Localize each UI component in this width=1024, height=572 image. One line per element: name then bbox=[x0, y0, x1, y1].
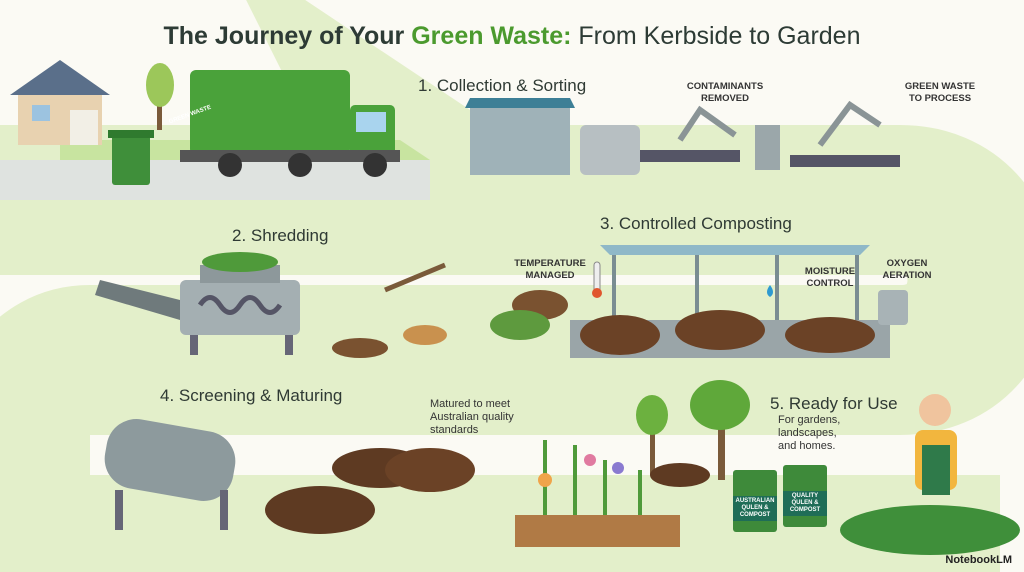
soil-pile bbox=[650, 463, 710, 487]
bag-label: QUALITY QULEN & COMPOST bbox=[783, 491, 827, 516]
garden-bed bbox=[515, 515, 680, 547]
title-part-2: From Kerbside to Garden bbox=[571, 22, 861, 50]
title-highlight: Green Waste: bbox=[411, 22, 572, 50]
caption-moisture-control: Moisture Control bbox=[804, 266, 856, 289]
wood-chips-pile bbox=[403, 325, 447, 345]
step-2-label: 2. Shredding bbox=[232, 226, 329, 245]
sorting-facility-icon bbox=[465, 98, 900, 175]
house-icon bbox=[10, 60, 110, 145]
step-1-label: 1. Collection & Sorting bbox=[418, 76, 587, 95]
caption-green-waste-to-process: Green Waste To Process bbox=[904, 81, 976, 104]
step-3-label: 3. Controlled Composting bbox=[600, 214, 792, 233]
gardener-icon bbox=[915, 394, 957, 495]
title-part-1: The Journey of Your bbox=[163, 22, 412, 50]
caption-contaminants-removed: Contaminants Removed bbox=[686, 81, 764, 104]
shredder-icon bbox=[95, 252, 300, 355]
page-title: The Journey of Your Green Waste: From Ke… bbox=[0, 22, 1024, 51]
brand-logo: NotebookLM bbox=[945, 554, 1012, 566]
compost-bag: AUSTRALIAN QULEN & COMPOST bbox=[733, 470, 777, 532]
caption-oxygen-aeration: Oxygen Aeration bbox=[882, 258, 932, 281]
water-drop-icon bbox=[767, 285, 773, 297]
road bbox=[0, 160, 430, 200]
plants-icon bbox=[538, 440, 642, 515]
trommel-screen-icon bbox=[104, 418, 236, 530]
caption-temperature-managed: Temperature Managed bbox=[514, 258, 586, 281]
garbage-truck-icon bbox=[180, 70, 400, 177]
tree-icon bbox=[636, 380, 750, 480]
foliage bbox=[840, 505, 1020, 555]
compost-pile bbox=[385, 448, 475, 492]
bag-label: AUSTRALIAN QULEN & COMPOST bbox=[733, 496, 777, 521]
thermometer-icon bbox=[592, 261, 602, 298]
ready-note: For gardens, landscapes, and homes. bbox=[778, 414, 841, 452]
green-bin-icon bbox=[108, 130, 154, 185]
compost-bag: QUALITY QULEN & COMPOST bbox=[783, 465, 827, 527]
tree-icon bbox=[146, 63, 174, 130]
branch-icon bbox=[384, 262, 446, 293]
step-4-label: 4. Screening & Maturing bbox=[160, 386, 343, 405]
mulch-pile bbox=[332, 338, 388, 358]
step-5-label: 5. Ready for Use bbox=[770, 394, 898, 413]
maturing-note: Matured to meet Australian quality stand… bbox=[430, 398, 514, 436]
compost-pile bbox=[265, 486, 375, 534]
aeration-unit-icon bbox=[878, 290, 908, 325]
compost-shelter-icon bbox=[490, 245, 890, 358]
